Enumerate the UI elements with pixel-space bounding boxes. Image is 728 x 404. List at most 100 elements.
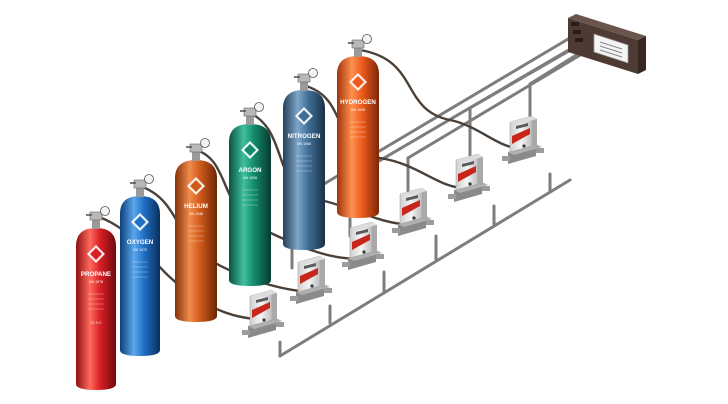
mfc-outlet-fitting	[426, 220, 434, 225]
mfc-inlet-fitting	[392, 228, 400, 233]
mfc-outlet-fitting	[482, 186, 490, 191]
valve-icon	[351, 39, 365, 49]
valve-icon	[89, 211, 103, 221]
mfc-connector-icon	[362, 250, 366, 254]
mfc-body-top	[250, 290, 277, 299]
valve-icon	[189, 143, 203, 153]
cylinder-oxygen: OXYGEN UN 1072	[120, 174, 160, 356]
mfc-connector-icon	[262, 318, 266, 322]
mfc-body-top	[400, 188, 427, 197]
mfc-inlet-fitting	[290, 296, 298, 301]
mfc-display	[256, 297, 268, 303]
mass-flow-controller-4	[392, 187, 434, 236]
mfc-body-top	[350, 222, 377, 231]
mfc-brand-graphic	[402, 200, 420, 216]
mfc-display	[356, 229, 368, 235]
mfc-connector-icon	[468, 182, 472, 186]
cylinder-body	[120, 196, 160, 356]
cylinder-label: HELIUM	[184, 203, 208, 210]
cylinder-un-number: UN 1072	[133, 248, 147, 252]
mfc-inlet-fitting	[342, 262, 350, 267]
mfc-connector-icon	[522, 144, 526, 148]
cylinder-label: OXYGEN	[127, 239, 154, 246]
cylinder-neck	[192, 152, 200, 161]
pressure-gauge-icon	[100, 206, 110, 216]
controller-box	[568, 14, 646, 74]
mfc-body-top	[298, 256, 325, 265]
controller-port-3	[575, 38, 583, 42]
cylinder-un-number: UN 1046	[189, 212, 203, 216]
mfc-brand-graphic	[252, 302, 270, 318]
cylinder-un-number: UN 1066	[297, 142, 311, 146]
pressure-gauge-icon	[200, 138, 210, 148]
mfc-body-side	[532, 116, 537, 149]
cylinder-propane: PROPANE UN 1978 20 KG	[76, 206, 116, 390]
cylinder-un-number: UN 1049	[351, 108, 365, 112]
cylinder-un-number: UN 1006	[243, 176, 257, 180]
controller-port-2	[573, 30, 581, 34]
mfc-display	[406, 195, 418, 201]
valve-icon	[297, 73, 311, 83]
mfc-brand-graphic	[512, 128, 530, 144]
cylinder-neck	[354, 48, 362, 57]
mfc-body-side	[422, 188, 427, 221]
mfc-inlet-fitting	[502, 156, 510, 161]
mfc-brand-graphic	[352, 234, 370, 250]
mfc-body-side	[478, 154, 483, 187]
valve-icon	[133, 179, 147, 189]
cylinder-neck	[246, 116, 254, 125]
mfc-body-side	[372, 222, 377, 255]
mfc-display	[462, 161, 474, 167]
cylinder-label: PROPANE	[81, 271, 111, 278]
cylinder-helium: HELIUM UN 1046	[175, 138, 217, 322]
mass-flow-controller-2	[290, 255, 332, 304]
cylinder-fine-print: 20 KG	[90, 320, 101, 325]
cylinder-neck	[300, 82, 308, 91]
hazard-diamond-inner	[298, 110, 310, 122]
cylinder-label: ARGON	[238, 167, 262, 174]
pressure-gauge-icon	[362, 34, 372, 44]
mfc-brand-graphic	[300, 268, 318, 284]
cylinder-argon: ARGON UN 1006	[229, 102, 271, 286]
mfc-body-side	[320, 256, 325, 289]
mfc-connector-icon	[310, 284, 314, 288]
pressure-gauge-icon	[308, 68, 318, 78]
mfc-display	[516, 123, 528, 129]
mfc-outlet-fitting	[276, 322, 284, 327]
mass-flow-controller-3	[342, 221, 384, 270]
hazard-diamond-inner	[90, 248, 102, 260]
mfc-body-top	[456, 154, 483, 163]
mass-flow-controller-1	[242, 289, 284, 338]
controller-port-1	[571, 22, 579, 26]
mfc-inlet-fitting	[448, 194, 456, 199]
mfc-body-side	[272, 290, 277, 323]
mfc-outlet-fitting	[376, 254, 384, 259]
cylinder-neck	[92, 220, 100, 229]
mfc-connector-icon	[412, 216, 416, 220]
pressure-gauge-icon	[144, 174, 154, 184]
cylinder-body	[175, 160, 217, 322]
mfc-body-top	[510, 116, 537, 125]
mfc-outlet-fitting	[324, 288, 332, 293]
hazard-diamond-inner	[134, 216, 146, 228]
mfc-brand-graphic	[458, 166, 476, 182]
cylinder-neck	[136, 188, 144, 197]
pressure-gauge-icon	[254, 102, 264, 112]
mfc-inlet-fitting	[242, 330, 250, 335]
valve-icon	[243, 107, 257, 117]
hazard-diamond-inner	[352, 76, 364, 88]
cylinder-body	[283, 90, 325, 250]
distribution-manifold	[278, 172, 572, 358]
cylinder-label: NITROGEN	[288, 133, 321, 140]
mfc-display	[304, 263, 316, 269]
cylinder-un-number: UN 1978	[89, 280, 103, 284]
cylinder-body	[337, 56, 379, 218]
mass-flow-controller-6	[502, 115, 544, 164]
cylinder-body	[229, 124, 271, 286]
cylinder-nitrogen: NITROGEN UN 1066	[283, 68, 325, 250]
mass-flow-controller-5	[448, 153, 490, 202]
mfc-outlet-fitting	[536, 148, 544, 153]
hazard-diamond-inner	[190, 180, 202, 192]
